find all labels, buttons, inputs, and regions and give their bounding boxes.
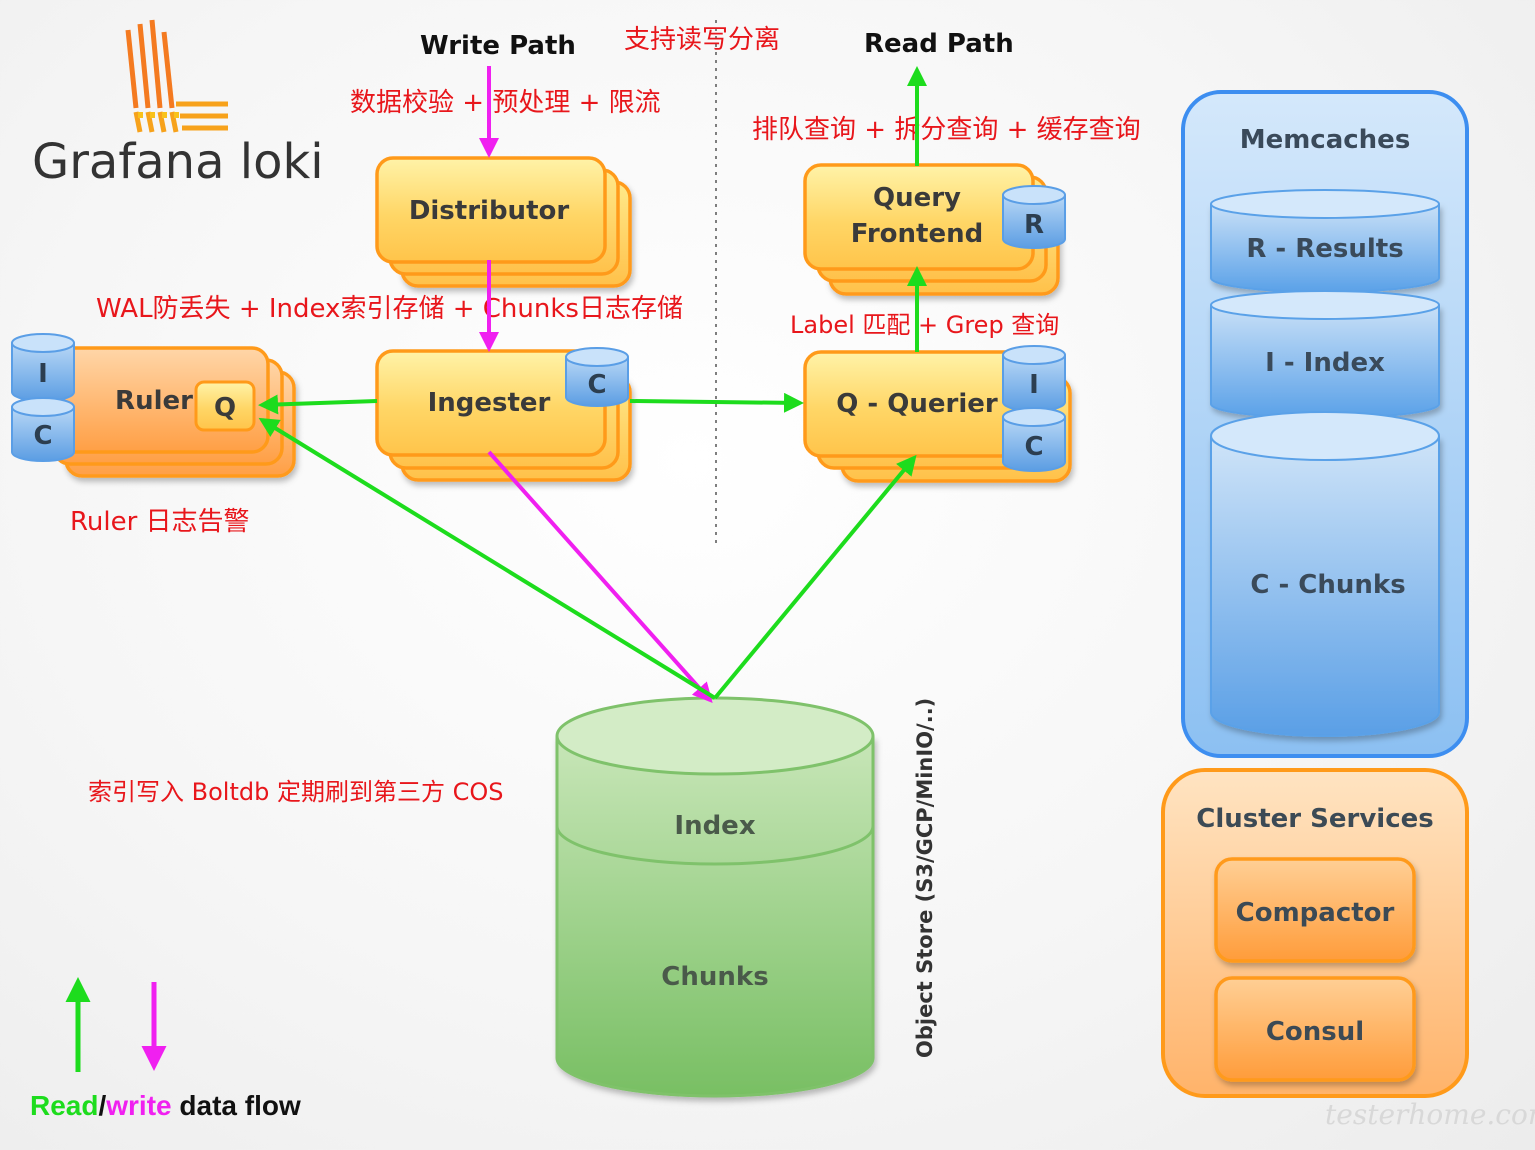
results-cache-cylinder: R - Results xyxy=(1210,189,1440,293)
ruler-querier-badge: Q xyxy=(194,380,256,432)
legend-write: write xyxy=(106,1090,172,1121)
object-store-chunks-label: Chunks xyxy=(661,962,768,992)
legend-slash: / xyxy=(98,1090,107,1121)
object-store-index-label: Index xyxy=(674,811,755,841)
svg-text:I: I xyxy=(38,359,48,389)
distributor-note: 数据校验 + 预处理 + 限流 xyxy=(350,88,661,118)
svg-text:C: C xyxy=(1024,432,1043,462)
ruler-label: Ruler xyxy=(115,386,193,416)
ingester-note: WAL防丢失 + Index索引存储 + Chunks日志存储 xyxy=(96,294,683,324)
logo-text: Grafana loki xyxy=(32,134,324,190)
memcaches-title: Memcaches xyxy=(1240,125,1411,155)
write-flow-arrows xyxy=(65,66,713,1072)
svg-text:Q: Q xyxy=(214,393,236,423)
query-frontend-label-line1: Query xyxy=(873,183,961,213)
store-to-querier-arrow xyxy=(713,454,917,700)
svg-text:R - Results: R - Results xyxy=(1246,234,1403,264)
read-path-title: Read Path xyxy=(864,29,1014,59)
svg-text:I: I xyxy=(1029,370,1039,400)
svg-text:Consul: Consul xyxy=(1266,1017,1364,1047)
ruler-index-cache-icon: I xyxy=(11,333,75,402)
ruler-component: Ruler Q I C xyxy=(11,333,296,478)
querier-note: Label 匹配 + Grep 查询 xyxy=(790,311,1059,339)
store-to-ruler-arrow xyxy=(258,417,717,700)
results-cache-icon: R xyxy=(1002,185,1066,249)
compactor-service: Compactor xyxy=(1214,857,1416,963)
ingester-chunks-cache-icon: C xyxy=(565,347,629,407)
cluster-services-panel: Cluster Services Compactor Consul xyxy=(1161,768,1469,1098)
cluster-services-title: Cluster Services xyxy=(1196,804,1433,834)
ingester-component: Ingester C xyxy=(375,347,632,482)
querier-component: Q - Querier I C xyxy=(803,345,1072,483)
chunks-cache-cylinder: C - Chunks xyxy=(1210,411,1440,737)
querier-index-cache-icon: I xyxy=(1002,345,1066,412)
write-path-title: Write Path xyxy=(420,31,576,61)
watermark: testerhome.com xyxy=(1325,1098,1535,1131)
distributor-component: Distributor xyxy=(375,156,632,288)
querier-label: Q - Querier xyxy=(836,389,998,419)
consul-service: Consul xyxy=(1214,976,1416,1082)
ruler-chunks-cache-icon: C xyxy=(11,397,75,462)
rw-separation-note: 支持读写分离 xyxy=(624,25,780,55)
ingester-to-ruler-arrow xyxy=(258,394,378,415)
ingester-to-querier-arrow xyxy=(629,392,804,413)
svg-text:Compactor: Compactor xyxy=(1236,898,1395,928)
ruler-note: Ruler 日志告警 xyxy=(70,507,250,537)
object-store-cylinder: Index Chunks xyxy=(555,696,875,1098)
query-frontend-component: Query Frontend R xyxy=(803,163,1066,296)
query-frontend-note: 排队查询 + 拆分查询 + 缓存查询 xyxy=(752,115,1141,145)
ingester-to-store-arrow xyxy=(487,450,713,703)
querier-chunks-cache-icon: C xyxy=(1002,407,1066,472)
svg-text:C - Chunks: C - Chunks xyxy=(1250,570,1405,600)
svg-text:I - Index: I - Index xyxy=(1265,348,1385,378)
legend-read: Read xyxy=(30,1090,99,1121)
read-flow-arrows xyxy=(258,66,927,700)
ingester-label: Ingester xyxy=(428,388,551,418)
memcaches-panel: Memcaches R - Results I - Index C - Chun… xyxy=(1181,90,1469,758)
distributor-label: Distributor xyxy=(409,196,570,226)
legend-caption: Read/write data flow xyxy=(30,1090,301,1122)
svg-text:C: C xyxy=(33,421,52,451)
boltdb-note: 索引写入 Boltdb 定期刷到第三方 COS xyxy=(88,778,503,806)
object-store-side-label: Object Store (S3/GCP/MinIO/..) xyxy=(913,698,937,1058)
svg-text:C: C xyxy=(587,370,606,400)
grafana-loki-logo: Grafana loki xyxy=(32,19,324,190)
legend-rest: data flow xyxy=(171,1090,301,1121)
svg-text:R: R xyxy=(1024,210,1044,240)
index-cache-cylinder: I - Index xyxy=(1210,290,1440,419)
query-frontend-label-line2: Frontend xyxy=(851,219,983,249)
